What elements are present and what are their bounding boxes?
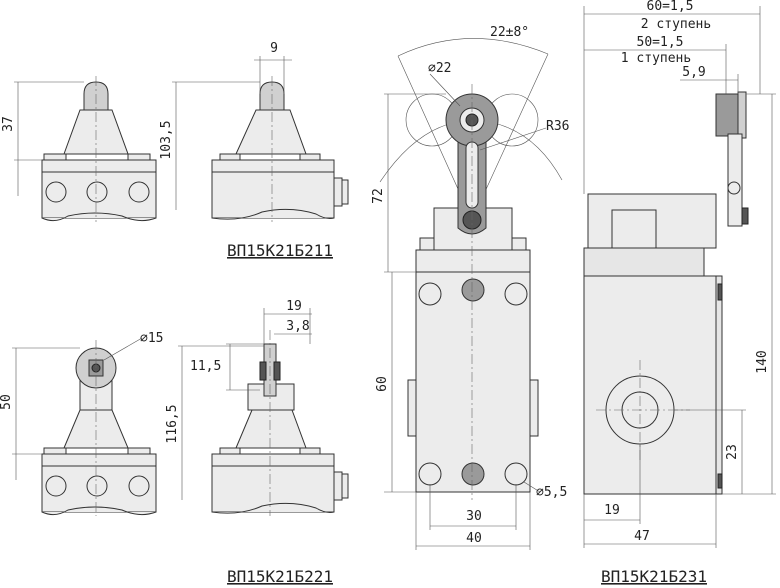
b231-dim-140: 140 bbox=[755, 350, 770, 373]
b231-side-plate bbox=[583, 247, 705, 277]
b211-dim-9: 9 bbox=[270, 41, 278, 56]
b211-title: ВП15К21Б211 bbox=[227, 241, 333, 260]
b231-dim-60: 60 bbox=[375, 376, 390, 392]
b211-dim-1035: 103,5 bbox=[159, 120, 174, 159]
b231-dimR36-leader bbox=[479, 127, 547, 151]
variant-b211: 37 9 103,5 ВП15К21Б211 bbox=[1, 41, 349, 260]
b211-front-plate bbox=[41, 159, 157, 173]
b221-front-base-curve bbox=[41, 506, 157, 516]
b231-hole-br bbox=[504, 462, 528, 486]
b221-front-hole-center bbox=[86, 475, 108, 497]
b211-front-hole-right bbox=[128, 181, 150, 203]
b221-side-base-curve bbox=[211, 502, 335, 514]
b231-dim-19: 19 bbox=[604, 503, 620, 518]
b231-dim-40: 40 bbox=[466, 531, 482, 546]
b221-side-tab-left bbox=[219, 447, 241, 455]
b231-front-view: ∅22 22±8° R36 72 60 ∅5,5 30 bbox=[371, 25, 569, 550]
b221-side-cap bbox=[235, 409, 307, 449]
b231-hole-tc bbox=[461, 278, 485, 302]
b211-front-tab-left bbox=[43, 153, 67, 161]
b211-side-cap bbox=[235, 109, 307, 155]
b231-side-lever-screw bbox=[727, 181, 741, 195]
b231-side-head-boss bbox=[611, 209, 657, 249]
b211-front-base-curve bbox=[41, 212, 157, 222]
b231-front-side-tab-right bbox=[529, 379, 539, 437]
b221-side-connector bbox=[333, 471, 343, 501]
b231-hole-tr bbox=[504, 282, 528, 306]
b211-front-tab-right bbox=[127, 153, 151, 161]
b231-hole-bl bbox=[418, 462, 442, 486]
b231-front-body bbox=[415, 271, 531, 493]
b211-side-plate bbox=[211, 159, 335, 173]
b211-side-view: 9 103,5 bbox=[159, 41, 349, 222]
b211-side-tab-left bbox=[219, 153, 241, 161]
b231-side-lever-clip bbox=[741, 207, 749, 225]
b231-dim-47: 47 bbox=[634, 529, 650, 544]
b231-dim-22: ∅22 bbox=[428, 61, 451, 76]
b231-swing-arc-top bbox=[397, 38, 549, 57]
b231-side-edge bbox=[715, 275, 723, 495]
b231-dim-stage2-label: 2 ступень bbox=[641, 17, 711, 32]
b211-side-tab-right bbox=[299, 153, 321, 161]
b221-front-tab-left bbox=[43, 447, 67, 455]
b221-front-tab-right bbox=[127, 447, 151, 455]
b221-front-plate bbox=[41, 453, 157, 467]
b231-dim-30: 30 bbox=[466, 509, 482, 524]
b211-dim-37: 37 bbox=[1, 116, 16, 132]
b221-side-plate bbox=[211, 453, 335, 467]
b211-front-view: 37 bbox=[1, 76, 157, 222]
b231-side-marker-top bbox=[717, 283, 723, 301]
b231-side-lever-arm bbox=[727, 133, 743, 227]
b221-dim-1165: 116,5 bbox=[165, 404, 180, 443]
b221-side-axle-right bbox=[273, 361, 281, 381]
variant-b231: ∅22 22±8° R36 72 60 ∅5,5 30 bbox=[371, 0, 776, 586]
b211-front-hole-left bbox=[45, 181, 67, 203]
b221-front-hole-left bbox=[45, 475, 67, 497]
b231-dim-stage1-value: 50=1,5 bbox=[637, 35, 684, 50]
b231-dim55-leader bbox=[523, 481, 541, 493]
b221-side-view: 19 3,8 11,5 116,5 bbox=[165, 299, 349, 516]
b231-hole-bc bbox=[461, 462, 485, 486]
b231-side-marker-bottom bbox=[717, 473, 723, 489]
b221-side-tab-right bbox=[299, 447, 321, 455]
b231-dim-r36: R36 bbox=[546, 119, 569, 134]
b221-side-axle-left bbox=[259, 361, 267, 381]
b231-dim-stage1-label: 1 ступень bbox=[621, 51, 691, 66]
b231-dim-55: ∅5,5 bbox=[536, 485, 567, 500]
b231-dim22-leader bbox=[429, 73, 461, 107]
b211-front-hole-center bbox=[86, 181, 108, 203]
b231-title: ВП15К21Б231 bbox=[601, 567, 707, 586]
b221-dim15-leader bbox=[103, 337, 143, 361]
variant-b221: 50 ∅15 19 3,8 bbox=[0, 299, 349, 586]
b221-dim-19: 19 bbox=[286, 299, 302, 314]
b231-dim-72: 72 bbox=[371, 188, 386, 204]
b231-hole-tl bbox=[418, 282, 442, 306]
b231-front-side-tab-left bbox=[407, 379, 417, 437]
b221-dim-15: ∅15 bbox=[140, 331, 163, 346]
b231-dim-angle: 22±8° bbox=[490, 25, 529, 40]
b231-side-roller-edge bbox=[737, 91, 747, 139]
b211-side-base-curve bbox=[211, 208, 335, 220]
b211-side-connector-cap bbox=[341, 179, 349, 205]
b221-side-connector-cap bbox=[341, 473, 349, 499]
b231-dim-23: 23 bbox=[725, 444, 740, 460]
b211-side-connector bbox=[333, 177, 343, 207]
b221-dim-38: 3,8 bbox=[286, 319, 309, 334]
b231-front-plate bbox=[415, 249, 531, 273]
b221-dim-50: 50 bbox=[0, 394, 14, 410]
b231-side-view: 60=1,5 2 ступень 50=1,5 1 ступень 5,9 14… bbox=[583, 0, 776, 548]
b231-side-roller-block bbox=[715, 93, 739, 137]
b221-title: ВП15К21Б221 bbox=[227, 567, 333, 586]
b221-dim-115: 11,5 bbox=[190, 359, 221, 374]
b221-front-view: 50 ∅15 bbox=[0, 331, 163, 516]
b231-dim-stage2-value: 60=1,5 bbox=[647, 0, 694, 14]
b231-dim-59: 5,9 bbox=[682, 65, 705, 80]
b221-front-hole-right bbox=[128, 475, 150, 497]
